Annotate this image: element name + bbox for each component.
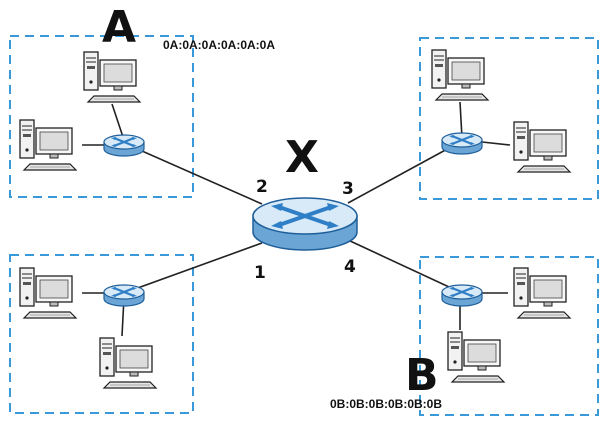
port-3-label: 3 bbox=[342, 179, 354, 199]
desktop-computer-icon-b-bottom bbox=[447, 331, 505, 383]
link-tr-pc-right bbox=[481, 141, 511, 146]
host-a-label: A bbox=[102, 2, 136, 53]
desktop-computer-icon-tr-right bbox=[513, 121, 571, 173]
switch-icon-bottom-right bbox=[440, 283, 484, 308]
desktop-computer-icon-a-top bbox=[83, 51, 141, 103]
lan-box-bottom-right bbox=[419, 256, 599, 416]
link-a-pc-top bbox=[111, 103, 125, 141]
desktop-computer-icon-a-left bbox=[19, 119, 77, 171]
switch-icon-bottom-left bbox=[102, 283, 146, 308]
port-1-label: 1 bbox=[254, 263, 266, 283]
switch-icon-top-right bbox=[440, 131, 484, 156]
port-4-label: 4 bbox=[344, 257, 356, 277]
lan-box-top-right bbox=[419, 37, 599, 200]
link-port-4 bbox=[347, 239, 463, 294]
host-b-label: B bbox=[405, 350, 439, 401]
host-b-mac-address: 0B:0B:0B:0B:0B:0B bbox=[330, 397, 442, 411]
port-2-label: 2 bbox=[256, 177, 268, 197]
desktop-computer-icon-bl-bottom bbox=[99, 337, 157, 389]
link-port-3 bbox=[347, 140, 463, 204]
switch-x-label: X bbox=[285, 132, 319, 183]
link-port-2 bbox=[123, 142, 263, 205]
desktop-computer-icon-tr-top bbox=[431, 49, 489, 101]
host-a-mac-address: 0A:0A:0A:0A:0A:0A bbox=[163, 38, 275, 52]
lan-box-bottom-left bbox=[9, 254, 194, 414]
switch-icon-top-left bbox=[102, 133, 146, 158]
link-tr-pc-top bbox=[459, 101, 463, 139]
desktop-computer-icon-bl-left bbox=[19, 267, 77, 319]
lan-box-top-left bbox=[9, 35, 194, 198]
link-port-1 bbox=[123, 242, 263, 294]
core-switch-icon bbox=[252, 197, 358, 251]
desktop-computer-icon-b-right bbox=[513, 267, 571, 319]
